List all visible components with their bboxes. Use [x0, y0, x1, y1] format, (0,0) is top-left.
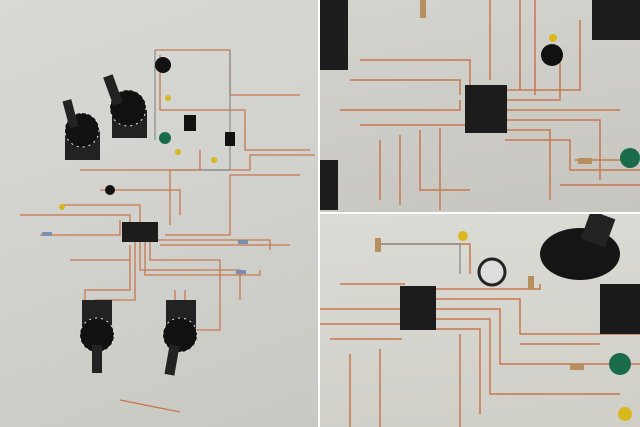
ic-chip — [400, 286, 436, 330]
potentiometer-edge — [600, 284, 640, 334]
closeup-bottom-drawing — [320, 214, 640, 427]
green-capacitor — [620, 148, 640, 168]
resistor — [578, 158, 592, 164]
potentiometer-edge — [320, 0, 348, 70]
photo-overhead-circuit — [0, 0, 318, 427]
green-capacitor — [609, 353, 631, 375]
ic-chip — [465, 85, 507, 133]
photo-closeup-chip-bottom — [320, 214, 640, 427]
potentiometer-edge — [320, 160, 338, 210]
potentiometer-edge — [592, 0, 640, 40]
potentiometer-bottom-right — [162, 300, 198, 376]
trimmer — [541, 44, 563, 66]
resistor — [420, 0, 426, 18]
resistor — [528, 276, 534, 290]
resistor — [375, 238, 381, 252]
trimmer — [155, 57, 171, 73]
trimmer — [105, 185, 115, 195]
trimmer — [477, 257, 507, 287]
capacitor — [225, 132, 235, 146]
capacitor — [184, 115, 196, 131]
overhead-circuit-drawing — [20, 49, 315, 413]
potentiometer-bottom-left — [79, 300, 115, 373]
resistor — [570, 364, 584, 370]
potentiometer-top-right — [103, 74, 147, 138]
ic-chip — [122, 222, 158, 242]
photo-closeup-chip-top — [320, 0, 640, 212]
potentiometer — [540, 214, 620, 280]
potentiometer-top-left — [62, 99, 100, 160]
green-capacitor — [159, 132, 171, 144]
closeup-top-drawing — [320, 0, 640, 210]
